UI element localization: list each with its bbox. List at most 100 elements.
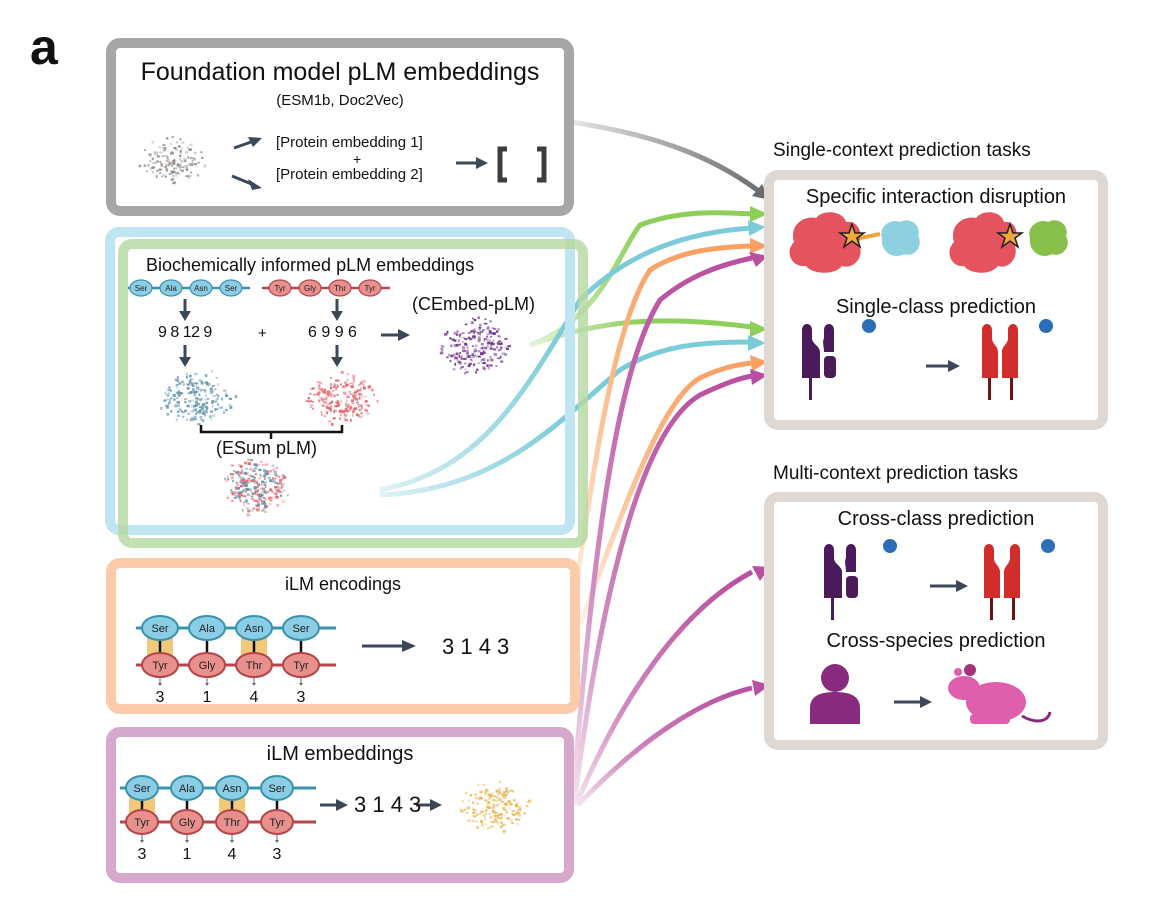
scatter-point [264,497,267,501]
scatter-point [257,505,260,508]
residue-label: Asn [194,284,208,293]
scatter-point [487,826,490,830]
plus-sign: + [258,325,267,342]
scatter-point [199,416,203,418]
scatter-point [156,160,159,163]
scatter-point [263,469,266,473]
scatter-point [516,823,519,826]
scatter-point [492,814,496,817]
scatter-point [240,484,245,487]
scatter-point [496,815,500,817]
scatter-point [483,368,486,371]
scatter-point [261,491,264,494]
scatter-point [516,802,519,805]
scatter-point [174,148,178,151]
scatter-point [257,464,260,466]
scatter-point [497,813,501,816]
scatter-point [350,382,354,385]
scatter-point [176,414,181,417]
scatter-point [193,391,197,394]
scatter-point [239,480,242,483]
scatter-point [175,141,179,144]
scatter-point [203,164,207,168]
scatter-point [468,354,472,358]
scatter-point [247,477,251,480]
scatter-point [260,483,263,486]
arrow-foundation-to-interaction [569,119,767,198]
scatter-point [205,381,209,385]
scatter-point [462,341,464,344]
scatter-point [439,351,444,355]
scatter-point [446,330,449,334]
scatter-point [460,366,464,369]
arrow-ilmenc-to-singleclass [577,360,753,626]
scatter-point [360,381,363,384]
scatter-point [212,394,216,397]
scatter-point [476,368,479,371]
foundation-scatter [138,136,207,185]
scatter-point [272,480,276,482]
scatter-point [263,477,266,480]
scatter-point [471,330,474,333]
scatter-point [194,372,198,376]
scatter-point [500,341,503,344]
scatter-point [204,413,206,417]
scatter-point [320,397,324,400]
scatter-point [485,823,488,826]
scatter-point [254,480,258,483]
scatter-point [466,806,471,810]
scatter-point [244,490,247,493]
scatter-point [242,494,247,498]
scatter-point [492,798,496,802]
scatter-point [185,167,189,170]
residue-label: Tyr [134,817,150,829]
biochem-panel: Biochemically informed pLM embeddings Se… [128,249,568,525]
scatter-point [229,473,233,476]
scatter-point [483,339,486,342]
scatter-point [274,473,277,477]
arrow-icon [456,157,488,169]
scatter-point [495,821,498,824]
scatter-point [184,160,187,163]
scatter-point [492,339,495,342]
scatter-point [471,801,474,804]
scatter-point [477,316,480,319]
scatter-point [155,175,158,178]
residue-bead [189,279,213,297]
scatter-point [176,384,179,386]
scatter-point [362,383,365,387]
biochem-panel-green-frame [118,239,588,548]
scatter-point [321,413,323,416]
scatter-point [514,818,518,821]
scatter-point [186,404,190,408]
scatter-point [261,480,265,484]
scatter-point [250,498,253,501]
scatter-point [273,492,276,494]
scatter-point [266,490,269,493]
scatter-point [463,362,467,365]
scatter-point [469,358,473,361]
residue-label: Ser [268,783,285,795]
scatter-point [184,398,187,401]
scatter-point [496,803,499,807]
scatter-point [166,169,168,172]
scatter-point [249,467,253,471]
scatter-point [328,407,331,410]
scatter-point [159,161,162,164]
scatter-point [185,372,188,376]
scatter-point [192,388,195,391]
scatter-point [503,794,507,796]
scatter-point [242,483,246,487]
scatter-point [362,379,366,383]
cembed-label: (CEmbed-pLM) [412,294,536,314]
down-arrow-icon [331,345,343,367]
scatter-point [453,344,457,347]
scatter-point [263,481,268,484]
multi-context-heading: Multi-context prediction tasks [773,463,1018,484]
scatter-point [462,350,464,352]
plus-sign: + [353,151,362,167]
scatter-point [464,338,468,340]
scatter-point [166,398,169,401]
scatter-point [166,394,168,397]
scatter-point [490,358,494,362]
